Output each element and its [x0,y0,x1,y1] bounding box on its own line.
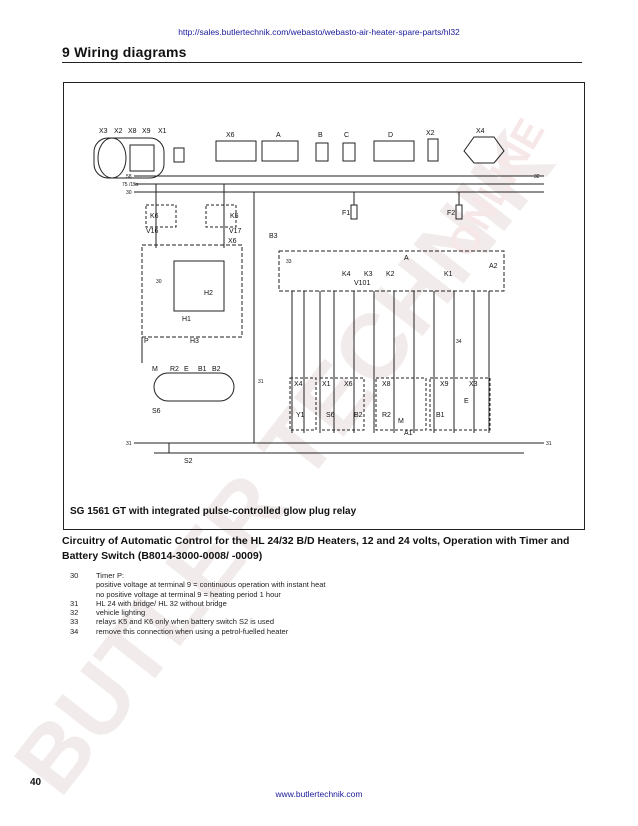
note-marker: 30 [156,279,162,285]
note-item: 30 Timer P: [70,571,326,580]
connector-label: X2 [114,128,123,135]
rail-label: 31 [126,441,132,447]
component-label: K5 [230,213,239,220]
component-label: B2 [354,412,363,419]
note-item: 31 HL 24 with bridge/ HL 32 without bridg… [70,599,326,608]
component-label: F2 [447,210,455,217]
component-label: A2 [489,263,498,270]
note-item: 34 remove this connection when using a pe… [70,627,326,636]
note-number [70,590,96,599]
note-number [70,580,96,589]
component-label: B1 [436,412,445,419]
note-item: positive voltage at terminal 9 = continu… [70,580,326,589]
rail-label: 75 /15s [122,182,139,188]
connector-label: A [276,132,281,139]
note-item: 32 vehicle lighting [70,608,326,617]
connector-label: X1 [158,128,167,135]
component-label: K3 [364,271,373,278]
connector-label: D [388,132,393,139]
component-label: K2 [386,271,395,278]
note-marker: 34 [456,339,462,345]
rail-label: 30 [126,190,132,196]
component-label: H1 [182,316,191,323]
note-number: 30 [70,571,79,580]
component-label: M [152,366,158,373]
connector-label: X8 [128,128,137,135]
component-label: R2 [170,366,179,373]
component-label: B2 [212,366,221,373]
component-label: X4 [294,381,303,388]
diagram-caption: SG 1561 GT with integrated pulse-control… [70,506,357,517]
component-label: S6 [152,408,161,415]
chapter-title: 9 Wiring diagrams [62,44,187,60]
wiring-diagram: X3 X2 X8 X9 X1 X6 A B C D X2 X4 58 75 /1… [63,82,585,530]
component-label: V16 [146,228,159,235]
note-number: 31 [70,598,79,608]
connector-label: B [318,132,323,139]
note-number: 32 [70,608,79,618]
note-marker: 32 [534,174,540,180]
connector-label: X6 [226,132,235,139]
component-label: E [184,366,189,373]
component-label: P [144,338,149,345]
component-label: F1 [342,210,350,217]
note-number: 34 [70,626,79,636]
rail-label: 31 [546,441,552,447]
notes-list: 30 Timer P: positive voltage at terminal … [70,571,326,636]
component-label: S2 [184,458,193,465]
component-label: H2 [204,290,213,297]
rail-label: 58 [126,174,132,180]
header-divider [62,62,582,63]
connector-label: X4 [476,128,485,135]
component-label: S6 [326,412,335,419]
component-label: X8 [382,381,391,388]
component-label: K6 [150,213,159,220]
note-item: 33 relays K5 and K6 only when battery swi… [70,617,326,626]
component-label: A [404,255,409,262]
connector-label: X3 [99,128,108,135]
note-text: relays K5 and K6 only when battery switc… [96,617,275,627]
note-marker: 33 [286,259,292,265]
note-text: HL 24 with bridge/ HL 32 without bridge [96,598,227,608]
note-text: positive voltage at terminal 9 = continu… [96,580,326,590]
component-label: X6 [228,238,237,245]
component-label: X9 [440,381,449,388]
component-label: M [398,418,404,425]
connector-label: X2 [426,130,435,137]
note-marker: 31 [258,379,264,385]
footer-url[interactable]: www.butlertechnik.com [275,789,363,799]
page-number: 40 [30,777,42,788]
connector-label: X9 [142,128,151,135]
component-label: X1 [322,381,331,388]
component-label: K4 [342,271,351,278]
note-text: vehicle lighting [96,608,146,618]
component-label: V101 [354,280,370,287]
component-label: E [464,398,469,405]
component-label: B3 [269,233,278,240]
component-label: H3 [190,338,199,345]
component-label: R2 [382,412,391,419]
note-number: 33 [70,617,79,627]
component-label: X3 [469,381,478,388]
note-text: Timer P: [96,571,125,580]
source-url[interactable]: http://sales.butlertechnik.com/webasto/w… [178,27,460,37]
component-label: V17 [229,228,242,235]
note-text: no positive voltage at terminal 9 = heat… [96,589,281,599]
component-label: X6 [344,381,353,388]
note-text: remove this connection when using a petr… [96,626,289,636]
component-label: K1 [444,271,453,278]
note-item: no positive voltage at terminal 9 = heat… [70,590,326,599]
component-label: Y1 [296,412,305,419]
connector-label: C [344,132,349,139]
component-label: B1 [198,366,207,373]
figure-title: Circuitry of Automatic Control for the H… [62,535,570,562]
wiring-diagram-drawing: X3 X2 X8 X9 X1 X6 A B C D X2 X4 58 75 /1… [93,128,552,465]
component-label: A1 [404,430,413,437]
